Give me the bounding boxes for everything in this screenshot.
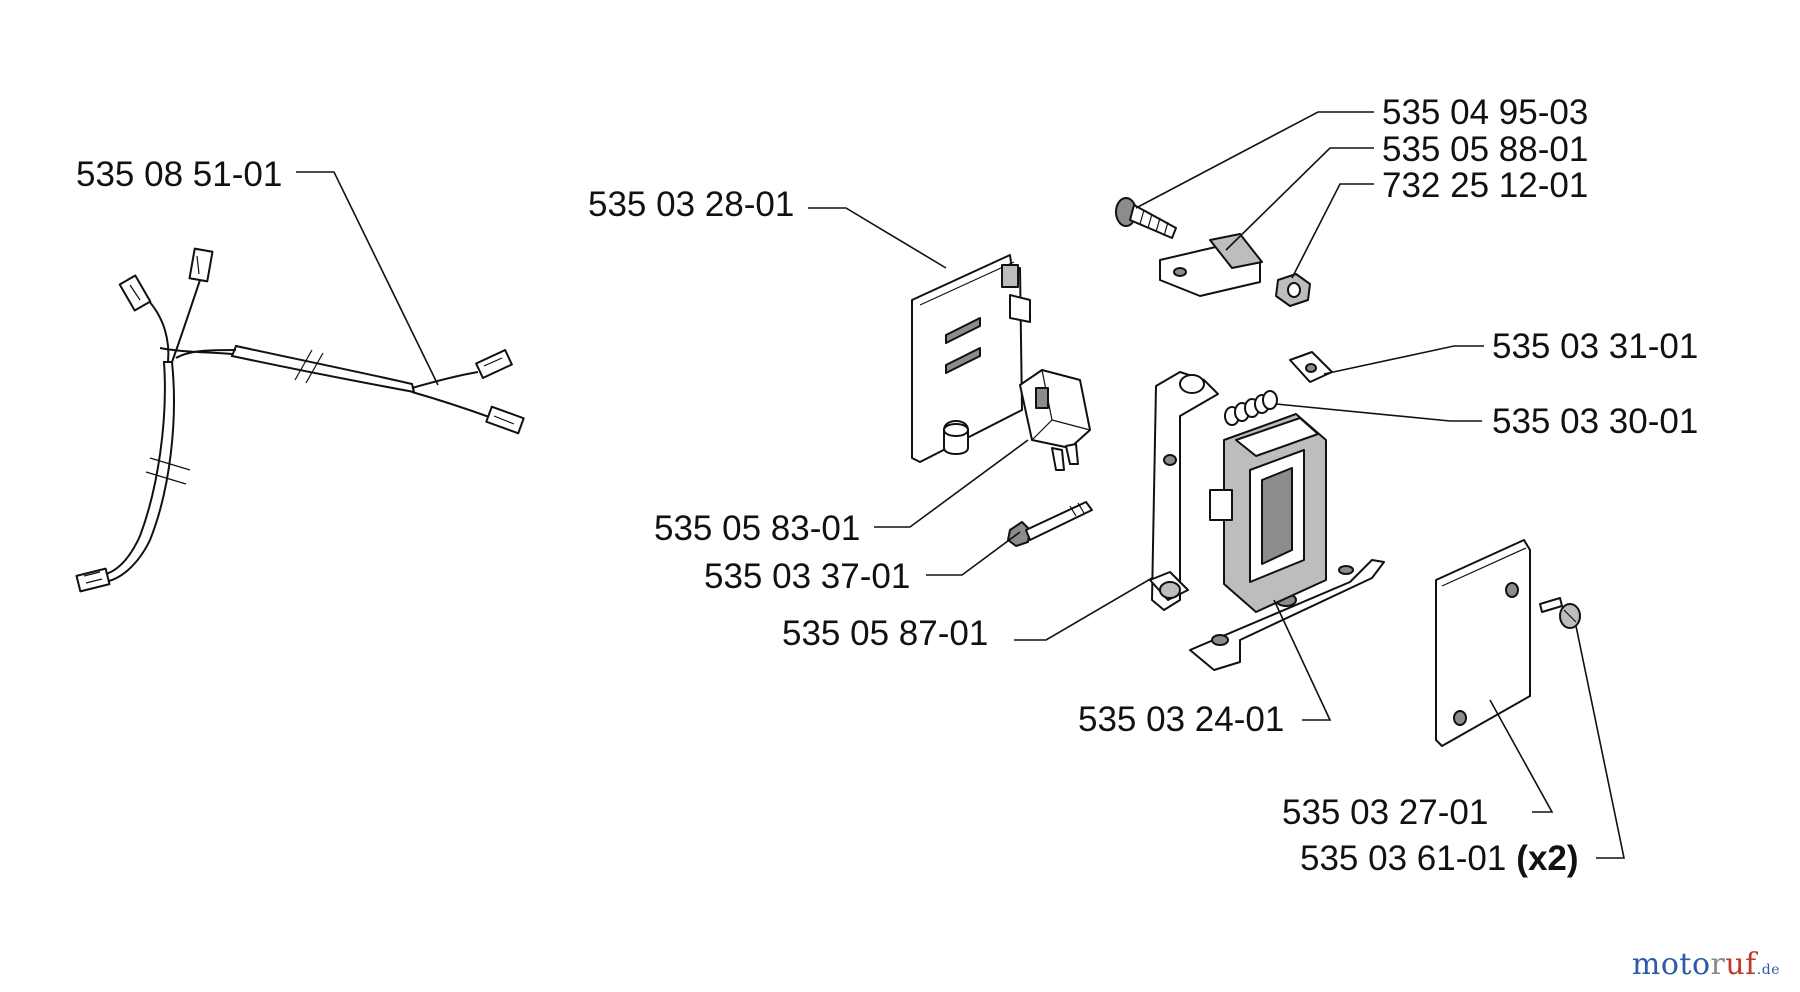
part-quantity: (x2) xyxy=(1516,839,1578,878)
part-label: 535 03 31-01 xyxy=(1492,327,1698,366)
switch-housing-drawing xyxy=(1149,371,1385,671)
connector-right-lower xyxy=(485,405,525,435)
connector-top-left xyxy=(118,274,152,312)
part-label: 535 03 27-01 xyxy=(1282,793,1488,832)
part-label: 535 03 37-01 xyxy=(704,557,910,596)
part-label: 535 03 30-01 xyxy=(1492,402,1698,441)
part-label: 535 05 83-01 xyxy=(654,509,860,548)
bracket-drawing xyxy=(1159,233,1263,297)
adjust-screw-drawing xyxy=(1115,197,1177,239)
cover-screw-drawing xyxy=(1539,597,1581,629)
connector-bottom xyxy=(75,567,111,593)
watermark-logo: motoruf.de xyxy=(1631,947,1780,982)
part-labels: 535 08 51-01 535 03 28-01 535 04 95-03 5… xyxy=(76,93,1698,878)
wiring-harness-drawing xyxy=(75,247,525,593)
part-label: 535 08 51-01 xyxy=(76,155,282,194)
part-label: 535 03 24-01 xyxy=(1078,700,1284,739)
part-label: 535 04 95-03 xyxy=(1382,93,1588,132)
part-label: 535 05 88-01 xyxy=(1382,130,1588,169)
pad-drawing xyxy=(1289,351,1333,383)
part-label: 535 05 87-01 xyxy=(782,614,988,653)
part-label: 535 03 61-01(x2) xyxy=(1300,839,1579,878)
connector-top-right xyxy=(188,247,214,283)
connector-right-upper xyxy=(475,348,513,380)
end-cover-drawing xyxy=(1435,539,1531,747)
part-label: 535 03 28-01 xyxy=(588,185,794,224)
nut-drawing xyxy=(1275,273,1311,307)
leader-lines xyxy=(296,111,1625,859)
cover-plate-drawing xyxy=(911,254,1031,463)
pivot-pin-drawing xyxy=(1007,501,1093,547)
part-label: 732 25 12-01 xyxy=(1382,166,1588,205)
micro-switch-drawing xyxy=(1019,369,1091,471)
spring-drawing xyxy=(1224,390,1278,426)
